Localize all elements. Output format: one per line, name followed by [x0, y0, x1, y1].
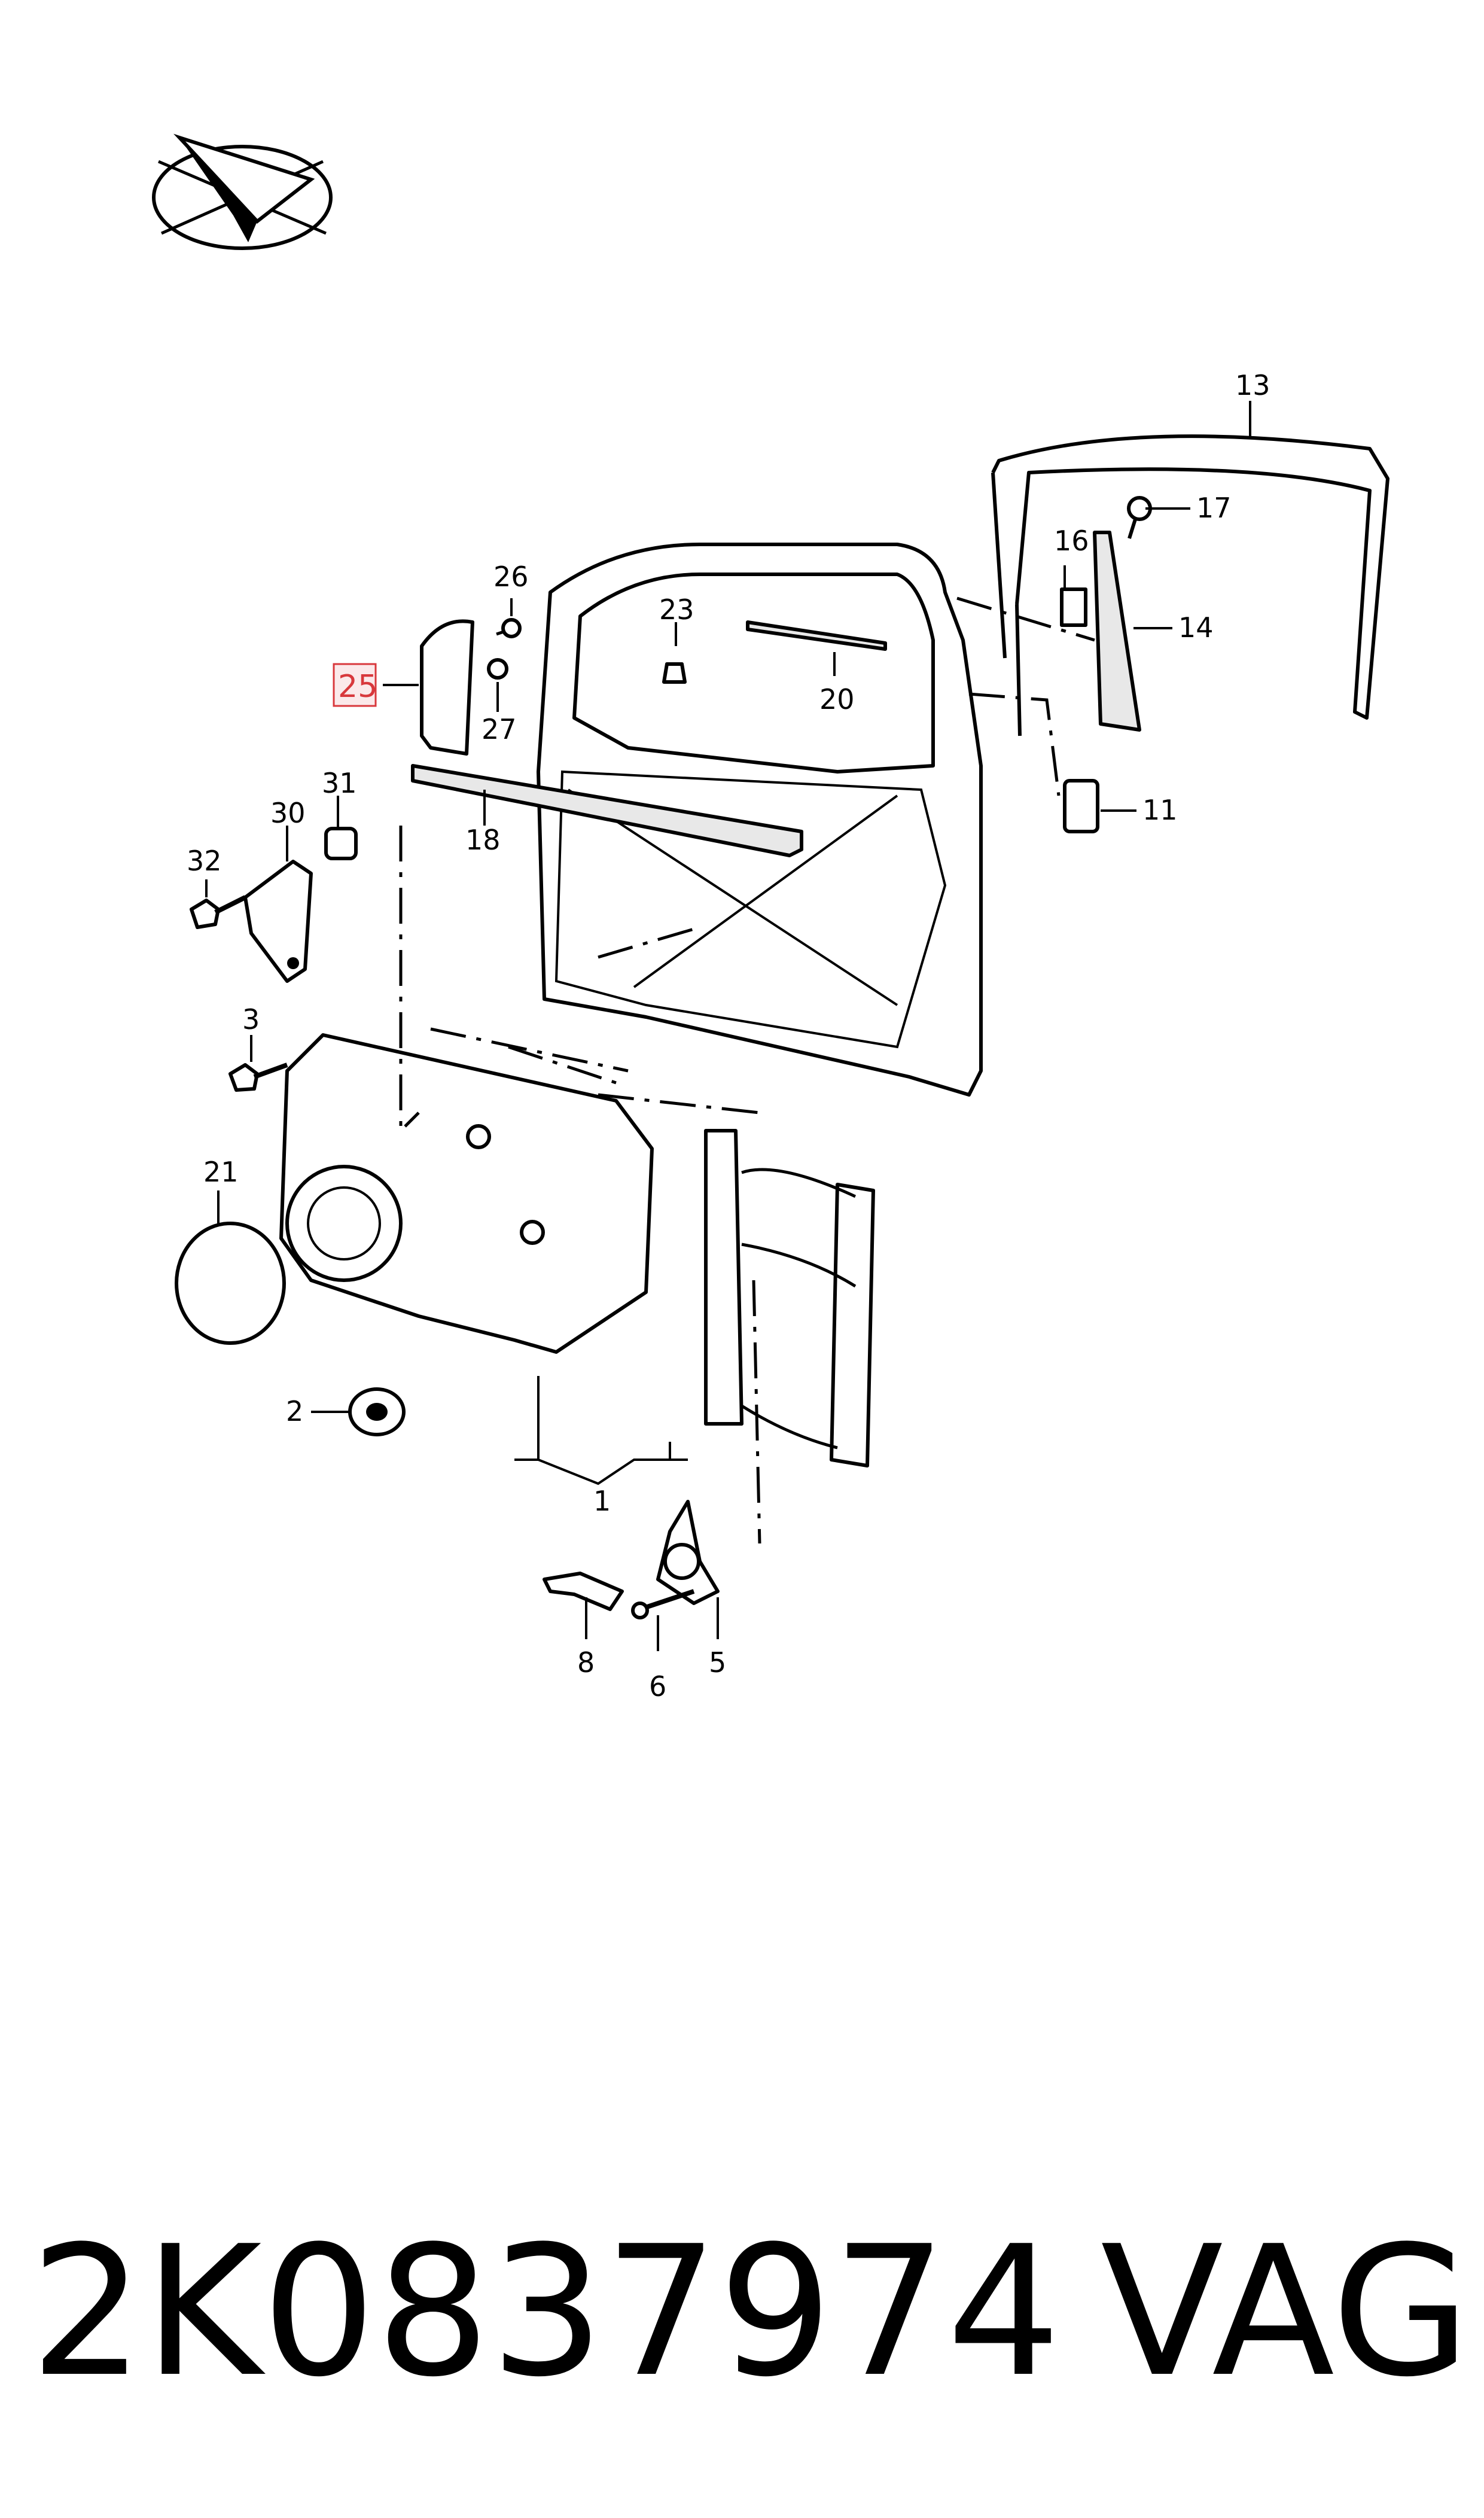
hex-bolt [190, 895, 246, 929]
callout-leaders [205, 401, 1251, 1651]
bolt [228, 1062, 288, 1092]
outer-window-strip [411, 764, 803, 857]
sound-cover [175, 1222, 286, 1345]
callout-27: 27 [482, 713, 517, 745]
callout-23: 23 [659, 593, 694, 626]
screw-small [496, 618, 522, 638]
callout-31: 31 [322, 767, 357, 799]
callout-20: 18 [465, 824, 501, 856]
end-cap [1063, 779, 1099, 833]
regulator-drive [656, 1500, 720, 1605]
rear-window-channel [1093, 531, 1141, 732]
clip [662, 662, 687, 684]
part-number: 2K0837974 [30, 2208, 1061, 2416]
inner-window-strip [746, 620, 887, 651]
callout-25: 25 [338, 669, 377, 705]
callout-2: 2 [286, 1395, 303, 1427]
callout-11: 21 [203, 1156, 239, 1188]
assembly-guide-lines [399, 596, 1095, 1544]
callout-5: 5 [709, 1646, 726, 1679]
window-frame [991, 434, 1389, 736]
callout-16: 14 [1178, 611, 1214, 644]
window-crank-handle [543, 1572, 624, 1611]
screw-drive [631, 1589, 695, 1619]
callout-18: 17 [1196, 492, 1232, 524]
callout-labels: 13 17 16 14 11 20 18 26 27 23 25 30 31 3… [187, 369, 1270, 1703]
door-shell [537, 543, 983, 1097]
callout-6: 6 [649, 1670, 666, 1703]
nut [487, 658, 508, 680]
door-module-carrier [279, 1033, 654, 1354]
callout-13: 13 [1235, 369, 1270, 401]
window-regulator [704, 1129, 875, 1467]
paper-plane-compass-logo [152, 133, 333, 250]
guide-bracket [1060, 587, 1087, 627]
callout-1: 1 [593, 1485, 611, 1517]
hinge-bracket [243, 860, 313, 983]
callout-25-highlight-box [333, 663, 377, 707]
door-stop [324, 827, 358, 860]
brand-label: VAG [1101, 2208, 1471, 2416]
callout-30: 30 [270, 797, 306, 829]
callout-26: 26 [493, 561, 529, 593]
callout-32: 32 [187, 845, 222, 877]
door-parts-diagram: 13 17 16 14 11 20 18 26 27 23 25 30 31 3… [152, 133, 1389, 1703]
callout-17: 16 [1054, 525, 1089, 557]
callout-3: 3 [242, 1003, 260, 1036]
mirror-triangle-trim [420, 619, 474, 756]
screw [1127, 496, 1152, 539]
callout-14: 11 [1142, 794, 1178, 826]
callout-8: 8 [577, 1646, 595, 1679]
grommet [348, 1387, 406, 1436]
callout-21: 20 [819, 683, 855, 715]
